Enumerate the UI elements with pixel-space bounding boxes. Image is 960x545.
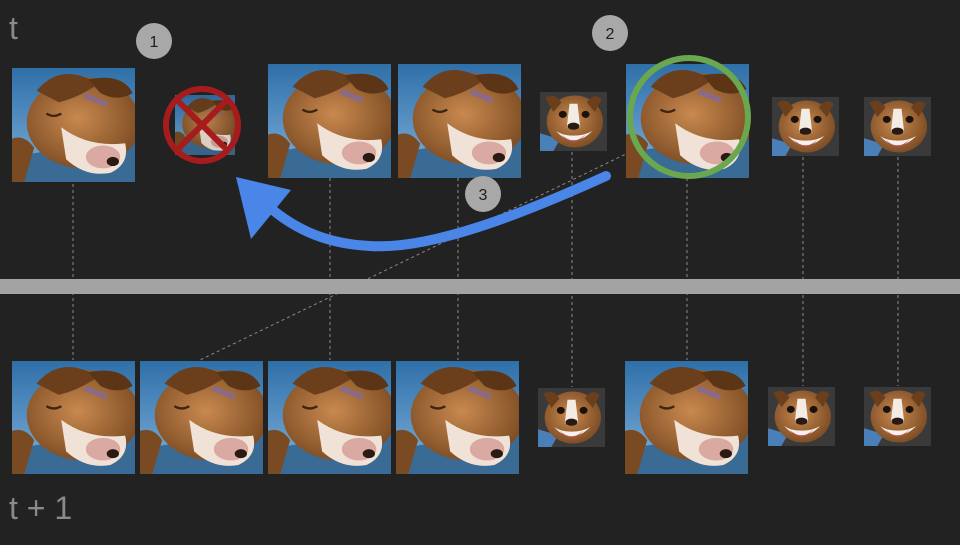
dog-lying-thumbnail: [268, 64, 391, 178]
selection-circle: [627, 55, 751, 179]
step-badge-1: 1: [136, 23, 172, 59]
bottom-row-item: [625, 361, 748, 474]
dog-lying-thumbnail: [396, 361, 519, 474]
reject-circle: [163, 86, 241, 164]
copy-connector-line: [197, 151, 631, 362]
dog-lying-thumbnail: [12, 68, 135, 182]
step-badge-number: 2: [606, 26, 615, 43]
bottom-row-item: [268, 361, 391, 474]
bottom-row-population: [12, 361, 931, 474]
row-label-t-plus-1: t + 1: [9, 490, 73, 526]
top-row-item: [268, 64, 391, 178]
dog-lying-thumbnail: [12, 361, 135, 474]
dog-lying-thumbnail: [268, 361, 391, 474]
step-badge-circle: [592, 15, 628, 51]
step-badge-circle: [465, 176, 501, 212]
annotation-marks: [163, 55, 751, 252]
top-row-item: [864, 97, 931, 156]
reject-cross-line: [177, 100, 227, 150]
dog-face-thumbnail: [772, 97, 839, 156]
bottom-row-item: [864, 387, 931, 446]
top-row-population: [12, 64, 931, 182]
removed-mark: [163, 86, 241, 164]
step-badge-number: 1: [150, 34, 159, 51]
top-row-item: [540, 92, 607, 151]
dog-face-thumbnail: [864, 387, 931, 446]
step-badges: 1 2 3: [136, 15, 628, 212]
top-row-item: [398, 64, 521, 178]
step-badge-2: 2: [592, 15, 628, 51]
dog-lying-thumbnail: [140, 361, 263, 474]
arrow-shaft: [263, 171, 611, 252]
dog-face-thumbnail: [864, 97, 931, 156]
bottom-row-item: [12, 361, 135, 474]
row-label-t: t: [9, 10, 18, 46]
bottom-row-item: [538, 388, 605, 447]
connector-lines: [72, 151, 899, 387]
top-row-item: [12, 68, 135, 182]
step-badge-3: 3: [465, 176, 501, 212]
bottom-row-item: [768, 387, 835, 446]
bottom-row-item: [140, 361, 263, 474]
generation-divider: [0, 279, 960, 294]
dog-face-thumbnail: [768, 387, 835, 446]
step-badge-number: 3: [479, 187, 488, 204]
step-badge-circle: [136, 23, 172, 59]
dog-lying-thumbnail: [625, 361, 748, 474]
top-row-item: [772, 97, 839, 156]
dog-lying-thumbnail: [398, 64, 521, 178]
bottom-row-item: [396, 361, 519, 474]
arrow-head: [236, 177, 291, 239]
dog-face-thumbnail: [540, 92, 607, 151]
replace-arrow: [236, 171, 611, 252]
dog-face-thumbnail: [538, 388, 605, 447]
